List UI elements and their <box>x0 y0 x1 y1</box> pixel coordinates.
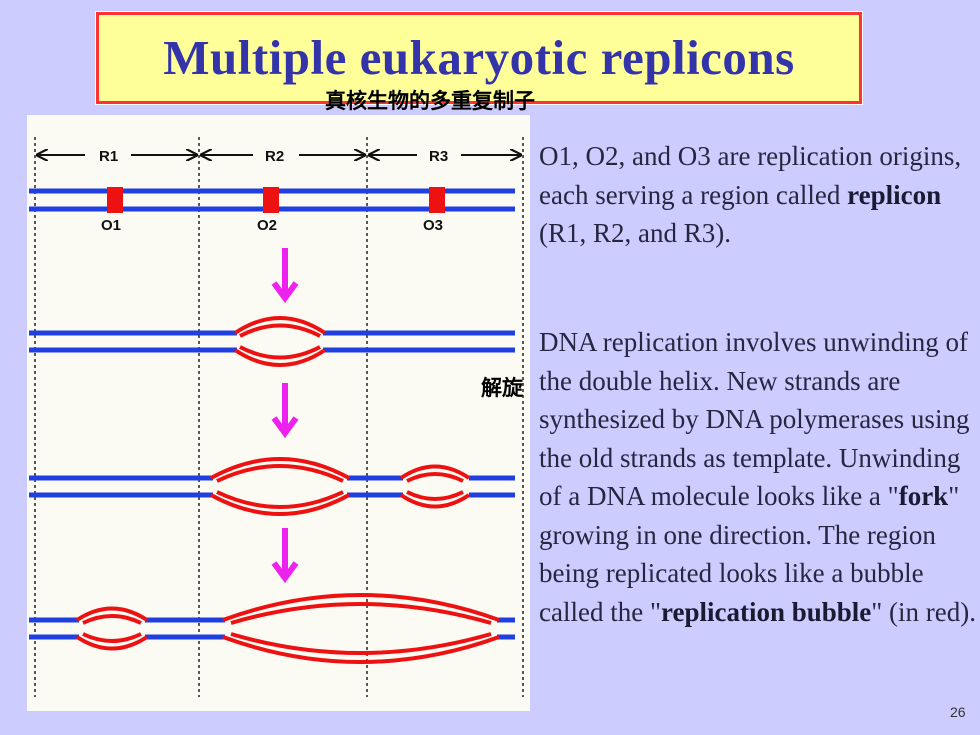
unwinding-label-cn: 解旋 <box>481 376 523 400</box>
replication-text-part: " (in red). <box>871 596 976 627</box>
slide-title: Multiple eukaryotic replicons <box>163 30 795 85</box>
origin-label-o3: O3 <box>423 217 443 234</box>
replicon-label-r1: R1 <box>99 148 118 165</box>
origin-marker-o3 <box>429 187 445 213</box>
title-box: Multiple eukaryotic replicons <box>95 11 863 105</box>
replication-text-part: DNA replication involves unwinding of th… <box>539 327 970 511</box>
replication-description: DNA replication involves unwinding of th… <box>530 320 980 631</box>
dna-stage-1 <box>29 187 515 213</box>
origin-marker-o1 <box>107 187 123 213</box>
dna-stage-3 <box>29 457 515 516</box>
replication-bubble <box>75 606 149 651</box>
replicon-diagram-svg: R1 R2 R3 O1 O2 O3 <box>29 137 524 697</box>
origin-label-o1: O1 <box>101 217 121 234</box>
replication-text-part: " growing in one direction. The region b… <box>539 481 960 627</box>
fork-term: fork <box>898 481 949 511</box>
origin-label-o2: O2 <box>257 217 277 234</box>
slide-title-cn: 真核生物的多重复制子 <box>325 89 535 113</box>
origins-description: O1, O2, and O3 are replication origins, … <box>530 134 980 253</box>
page-number: 26 <box>950 704 966 720</box>
replication-bubble <box>233 316 327 367</box>
origins-text-part: (R1, R2, and R3). <box>539 218 731 248</box>
dna-stage-4 <box>29 593 515 664</box>
origin-marker-o2 <box>263 187 279 213</box>
replicon-diagram: R1 R2 R3 O1 O2 O3 <box>27 115 530 711</box>
dna-stage-2 <box>29 316 515 367</box>
replicon-label-r2: R2 <box>265 148 284 165</box>
text-box-replication: DNA replication involves unwinding of th… <box>530 320 980 712</box>
origins-text-part: O1, O2, and O3 are replication origins, … <box>539 141 962 210</box>
text-box-origins: O1, O2, and O3 are replication origins, … <box>530 134 980 292</box>
replicon-label-r3: R3 <box>429 148 448 165</box>
progression-arrow-icon <box>271 248 299 304</box>
replicon-term: replicon <box>847 179 942 210</box>
replication-bubble <box>210 457 350 516</box>
replication-bubble <box>222 593 500 664</box>
replication-bubble <box>399 464 471 509</box>
progression-arrow-icon <box>271 528 299 584</box>
replication-bubble-term: replication bubble <box>660 596 872 627</box>
progression-arrow-icon <box>271 383 299 439</box>
